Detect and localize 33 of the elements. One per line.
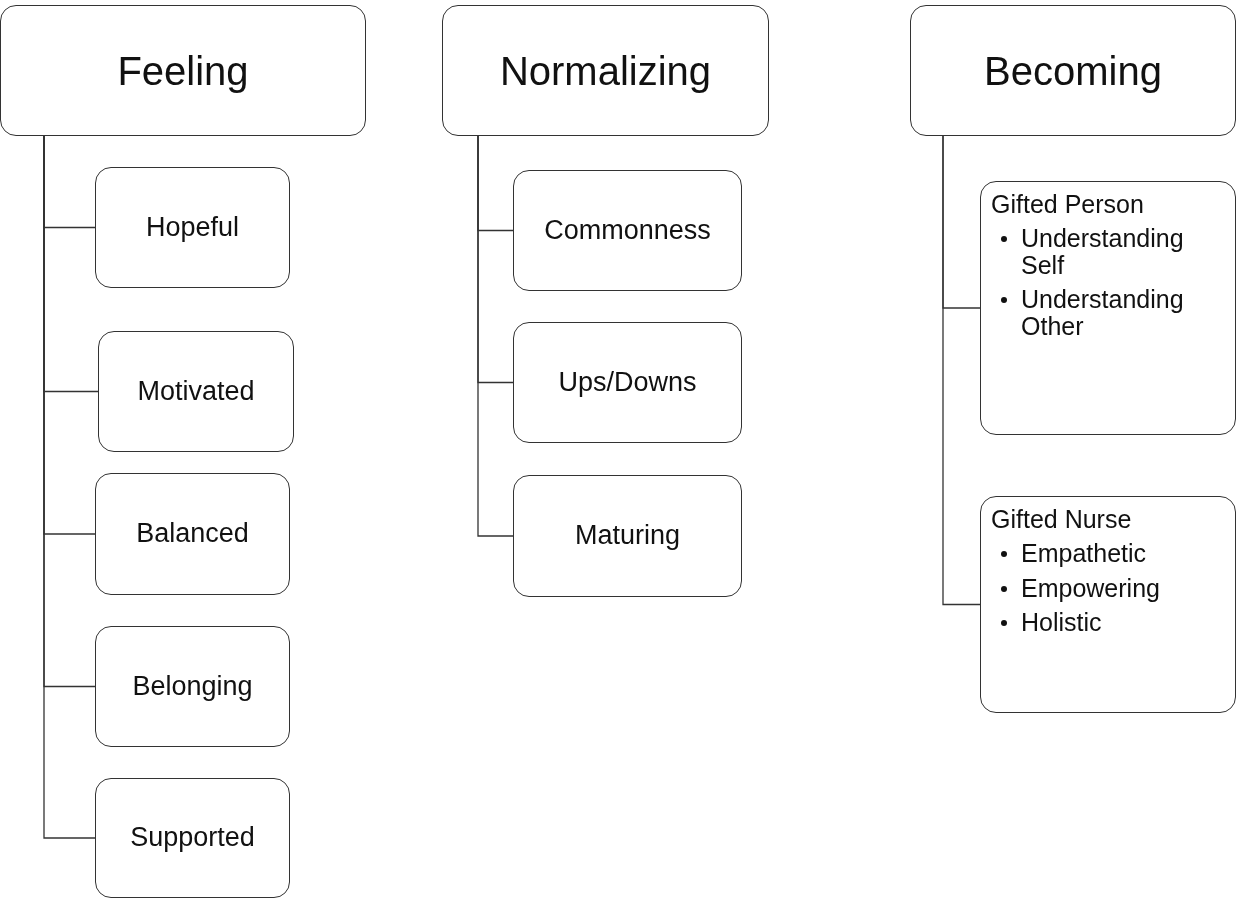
item-box xyxy=(513,322,742,443)
item-label: Hopeful xyxy=(145,212,240,243)
category-label: Becoming xyxy=(984,48,1162,93)
connector-line xyxy=(942,135,981,606)
item-label: Maturing xyxy=(574,521,680,551)
item-box xyxy=(95,778,290,898)
category-box xyxy=(0,5,366,136)
category-box xyxy=(910,5,1236,136)
bullet-item: Empathetic xyxy=(1021,539,1148,567)
category-box xyxy=(442,5,769,136)
item-box xyxy=(98,331,294,452)
bullet-item: Understanding Other xyxy=(1021,286,1185,340)
connector-line xyxy=(477,135,514,537)
item-label: Belonging xyxy=(132,671,253,702)
item-box xyxy=(513,170,742,291)
bullet-item: Holistic xyxy=(1021,609,1103,636)
item-label: Balanced xyxy=(136,519,249,549)
item-box xyxy=(513,475,742,597)
item-box xyxy=(95,626,290,747)
bullet-item: Understanding Self xyxy=(1021,224,1185,279)
item-label: Supported xyxy=(130,823,255,853)
item-box xyxy=(95,167,290,288)
category-label: Normalizing xyxy=(499,48,712,93)
item-box xyxy=(95,473,290,595)
list-box xyxy=(980,496,1236,713)
box-heading: Gifted Nurse xyxy=(991,505,1132,534)
category-label: Feeling xyxy=(117,48,249,93)
item-label: Motivated xyxy=(137,376,255,407)
box-heading: Gifted Person xyxy=(991,190,1144,219)
list-box xyxy=(980,181,1236,435)
bullet-item: Empowering xyxy=(1021,574,1160,602)
item-label: Ups/Downs xyxy=(558,367,697,398)
item-label: Commonness xyxy=(544,215,711,246)
